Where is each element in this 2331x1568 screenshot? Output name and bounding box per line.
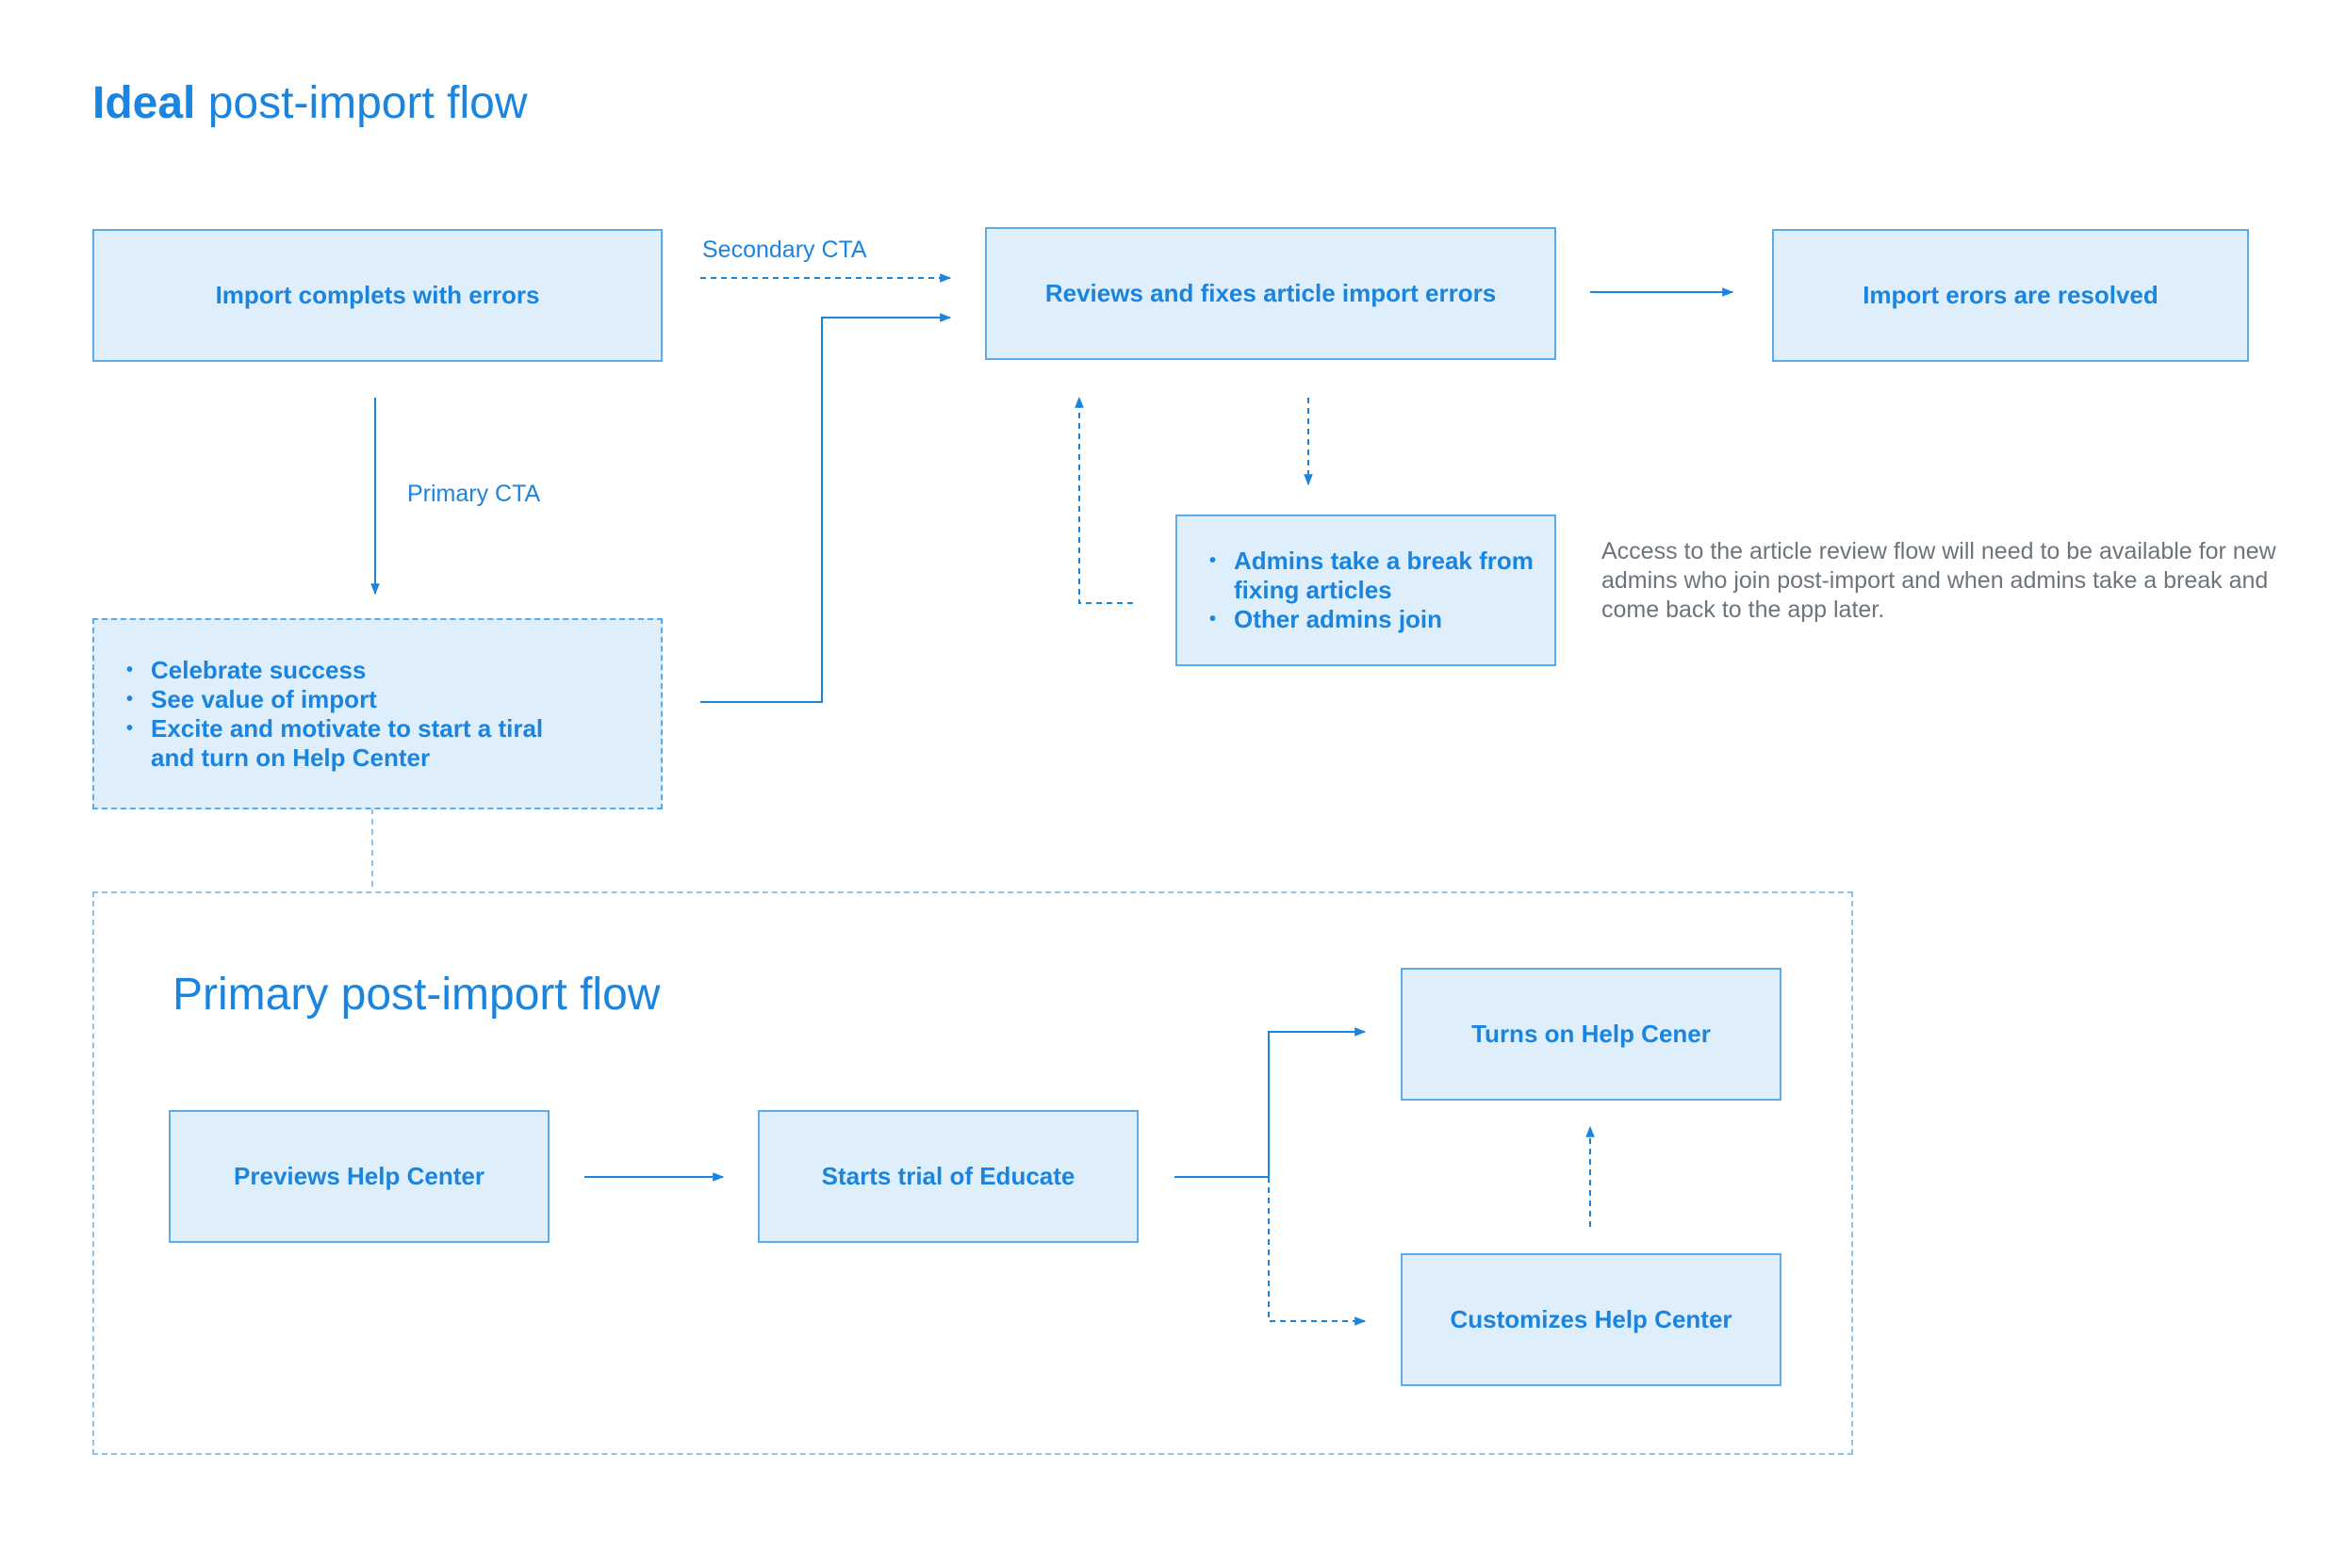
box-import-errors-resolved-label: Import erors are resolved <box>1863 281 2159 309</box>
box-previews-help-center-label: Previews Help Center <box>234 1162 484 1190</box>
celebrate-list-item: Excite and motivate to start a tiral and… <box>126 714 556 773</box>
arrow-celebrate-to-reviews <box>700 313 952 703</box>
box-starts-trial: Starts trial of Educate <box>758 1110 1139 1243</box>
admins-list-item: Admins take a break from fixing articles <box>1209 547 1554 605</box>
primary-flow-title: Primary post-import flow <box>172 970 661 1020</box>
box-import-errors-resolved: Import erors are resolved <box>1772 229 2249 362</box>
box-celebrate-success: Celebrate success See value of import Ex… <box>92 618 663 809</box>
arrow-trial-to-customizes <box>1268 1177 1367 1326</box>
box-turns-on-help-center-label: Turns on Help Cener <box>1471 1020 1711 1048</box>
celebrate-list-item: Celebrate success <box>126 656 556 685</box>
primary-flow-group <box>92 891 1853 1455</box>
box-previews-help-center: Previews Help Center <box>169 1110 550 1243</box>
box-reviews-fixes-errors-label: Reviews and fixes article import errors <box>1044 279 1497 307</box>
title-rest: post-import flow <box>195 78 528 128</box>
box-turns-on-help-center: Turns on Help Cener <box>1401 968 1781 1101</box>
review-flow-note: Access to the article review flow will n… <box>1601 538 2276 623</box>
box-customizes-help-center: Customizes Help Center <box>1401 1253 1781 1386</box>
celebrate-list-item: See value of import <box>126 685 556 714</box>
box-admins-break: Admins take a break from fixing articles… <box>1175 514 1556 666</box>
box-starts-trial-label: Starts trial of Educate <box>821 1162 1075 1190</box>
page-title: Ideal post-import flow <box>92 77 528 129</box>
box-import-complete-errors-label: Import complets with errors <box>215 281 540 309</box>
admins-list-item: Other admins join <box>1209 605 1554 634</box>
label-secondary-cta: Secondary CTA <box>702 237 867 263</box>
arrow-admins-to-reviews <box>1075 396 1133 604</box>
label-primary-cta: Primary CTA <box>407 481 541 507</box>
admins-list: Admins take a break from fixing articles… <box>1177 547 1554 634</box>
box-reviews-fixes-errors: Reviews and fixes article import errors <box>985 227 1556 360</box>
celebrate-list: Celebrate success See value of import Ex… <box>94 656 556 773</box>
box-import-complete-errors: Import complets with errors <box>92 229 663 362</box>
arrow-trial-to-turns-on <box>1174 1027 1367 1178</box>
box-customizes-help-center-label: Customizes Help Center <box>1450 1305 1732 1333</box>
title-bold: Ideal <box>92 78 196 128</box>
